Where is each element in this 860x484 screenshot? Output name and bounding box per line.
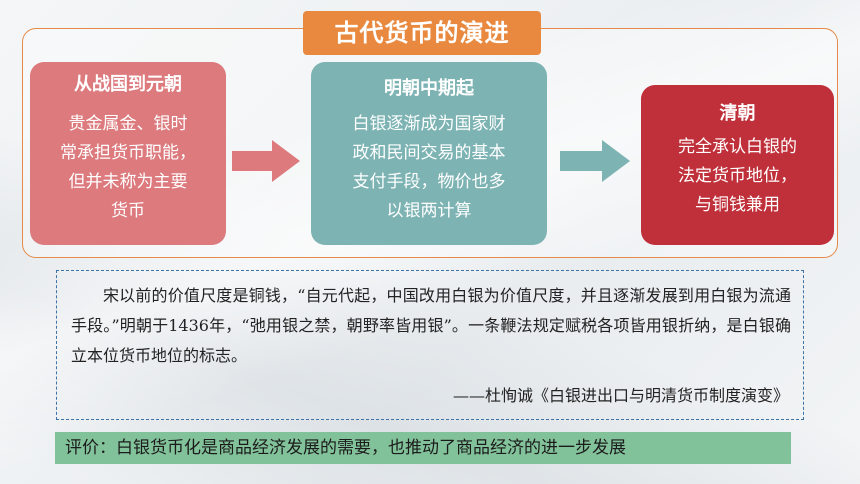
stage-description: 完全承认白银的 法定货币地位， 与铜钱兼用 bbox=[641, 133, 834, 220]
arrow-right-icon bbox=[560, 140, 630, 182]
historical-quote-box: 宋以前的价值尺度是铜钱，“自元代起，中国改用白银为价值尺度，并且逐渐发展到用白银… bbox=[56, 270, 804, 420]
stage-line: 白银逐渐成为国家财 bbox=[352, 114, 506, 134]
stage-description: 白银逐渐成为国家财 政和民间交易的基本 支付手段，物价也多 以银两计算 bbox=[311, 110, 547, 226]
stage-heading: 明朝中期起 bbox=[384, 78, 474, 99]
quote-text: 宋以前的价值尺度是铜钱，“自元代起，中国改用白银为价值尺度，并且逐渐发展到用白银… bbox=[71, 286, 791, 365]
stage-line: 与铜钱兼用 bbox=[695, 195, 780, 215]
slide-title: 古代货币的演进 bbox=[303, 11, 541, 55]
stage-line: 完全承认白银的 bbox=[678, 137, 797, 157]
stage-line: 支付手段，物价也多 bbox=[352, 172, 506, 192]
evaluation-bar: 评价：白银货币化是商品经济发展的需要，也推动了商品经济的进一步发展 bbox=[55, 432, 791, 464]
stage-line: 常承担货币职能， bbox=[60, 143, 196, 163]
stage-line: 法定货币地位， bbox=[678, 166, 797, 186]
stage-line: 政和民间交易的基本 bbox=[352, 143, 506, 163]
quote-source: ——杜恂诚《白银进出口与明清货币制度演变》 bbox=[452, 386, 789, 405]
stage-card-mid-ming: 明朝中期起 白银逐渐成为国家财 政和民间交易的基本 支付手段，物价也多 以银两计… bbox=[311, 62, 547, 245]
stage-heading: 从战国到元朝 bbox=[74, 74, 182, 95]
stage-line: 但并未称为主要 bbox=[68, 172, 188, 192]
stage-line: 贵金属金、银时 bbox=[68, 114, 188, 134]
stage-card-qing: 清朝 完全承认白银的 法定货币地位， 与铜钱兼用 bbox=[641, 85, 834, 245]
stage-card-warring-states-to-yuan: 从战国到元朝 贵金属金、银时 常承担货币职能， 但并未称为主要 货币 bbox=[30, 62, 226, 245]
stage-heading: 清朝 bbox=[719, 103, 756, 124]
stage-description: 贵金属金、银时 常承担货币职能， 但并未称为主要 货币 bbox=[30, 110, 226, 226]
arrow-right-icon bbox=[232, 140, 300, 182]
stage-line: 货币 bbox=[111, 201, 145, 221]
stage-line: 以银两计算 bbox=[386, 201, 472, 221]
